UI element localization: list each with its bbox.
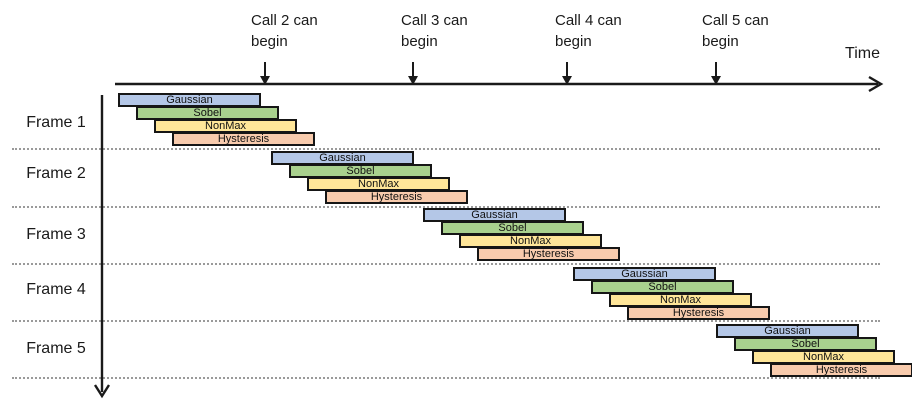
frame-label: Frame 2 [26, 165, 86, 182]
frame-row-separator [12, 377, 880, 379]
stage-bar-nonmax: NonMax [459, 234, 602, 248]
call-annotation-label: Call 4 can begin [555, 12, 622, 50]
frame-row-separator [12, 206, 880, 208]
stage-bar-nonmax: NonMax [752, 350, 895, 364]
call-arrow [412, 62, 414, 77]
call-arrowhead-icon [407, 76, 418, 85]
stage-bar-nonmax: NonMax [307, 177, 450, 191]
stage-bar-hysteresis: Hysteresis [325, 190, 468, 204]
frame-label: Frame 3 [26, 226, 86, 243]
stage-bar-sobel: Sobel [136, 106, 279, 120]
call-arrowhead-icon [561, 76, 572, 85]
frame-label: Frame 4 [26, 281, 86, 298]
frame-row-separator [12, 320, 880, 322]
stage-bar-gaussian: Gaussian [271, 151, 414, 165]
call-annotation-label: Call 3 can begin [401, 12, 468, 50]
stage-bar-sobel: Sobel [289, 164, 432, 178]
stage-bar-gaussian: Gaussian [118, 93, 261, 107]
frame-axis-arrowhead-icon [93, 384, 111, 399]
stage-bar-hysteresis: Hysteresis [627, 306, 770, 320]
stage-bar-gaussian: Gaussian [716, 324, 859, 338]
stage-bar-hysteresis: Hysteresis [770, 363, 912, 377]
stage-bar-sobel: Sobel [591, 280, 734, 294]
stage-bar-sobel: Sobel [441, 221, 584, 235]
stage-bar-sobel: Sobel [734, 337, 877, 351]
call-arrowhead-icon [710, 76, 721, 85]
frame-label: Frame 1 [26, 114, 86, 131]
stage-bar-hysteresis: Hysteresis [477, 247, 620, 261]
frame-row-separator [12, 263, 880, 265]
call-annotation-label: Call 2 can begin [251, 12, 318, 50]
stage-bar-nonmax: NonMax [154, 119, 297, 133]
stage-bar-gaussian: Gaussian [423, 208, 566, 222]
call-arrow [566, 62, 568, 77]
call-arrow [264, 62, 266, 77]
stage-bar-hysteresis: Hysteresis [172, 132, 315, 146]
stage-bar-gaussian: Gaussian [573, 267, 716, 281]
frame-row-separator [12, 148, 880, 150]
time-axis-label: Time [845, 45, 880, 62]
stage-bar-nonmax: NonMax [609, 293, 752, 307]
frame-label: Frame 5 [26, 340, 86, 357]
call-arrowhead-icon [259, 76, 270, 85]
call-arrow [715, 62, 717, 77]
call-annotation-label: Call 5 can begin [702, 12, 769, 50]
time-axis-arrowhead-icon [868, 75, 884, 93]
